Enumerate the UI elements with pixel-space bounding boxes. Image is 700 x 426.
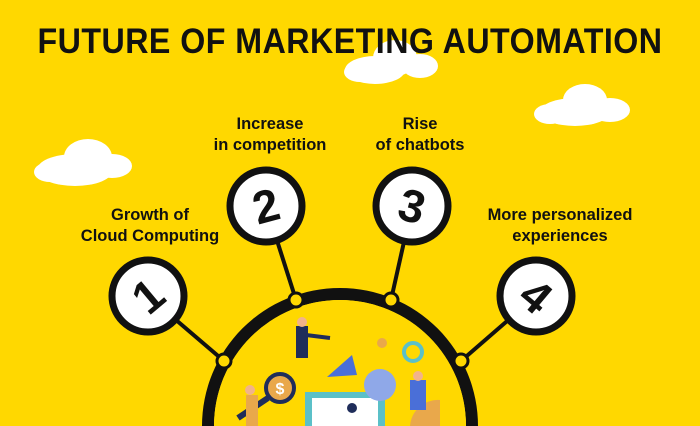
gear-icon xyxy=(402,341,424,363)
step-label-line: More personalized xyxy=(487,206,633,224)
cloud-icon xyxy=(34,139,132,186)
svg-text:$: $ xyxy=(276,381,285,398)
connector-dot xyxy=(287,291,305,309)
step-label-line: Rise xyxy=(402,115,438,133)
step-label-line: Growth of xyxy=(111,206,189,224)
step-label-line: Increase xyxy=(236,115,304,133)
step-label-line: of chatbots xyxy=(375,136,465,154)
pie-chart-icon xyxy=(410,399,440,426)
cloud-icon xyxy=(344,40,438,84)
person-icon xyxy=(296,326,308,358)
step-label-1: Growth of Cloud Computing xyxy=(75,205,225,247)
step-label-2: Increase in competition xyxy=(195,114,345,156)
connector-dot xyxy=(382,291,400,309)
marketing-illustration: $ xyxy=(236,317,440,426)
step-circle-3 xyxy=(372,166,452,246)
step-label-line: in competition xyxy=(213,136,327,154)
step-label-3: Rise of chatbots xyxy=(345,114,495,156)
step-circle-2 xyxy=(226,166,306,246)
step-label-line: experiences xyxy=(512,227,608,245)
page-title: FUTURE OF MARKETING AUTOMATION xyxy=(37,22,663,61)
step-label-line: Cloud Computing xyxy=(80,227,220,245)
cloud-icon xyxy=(534,84,630,126)
magnifier-dollar-icon xyxy=(264,372,296,404)
connector-dot xyxy=(452,352,470,370)
step-circle-4 xyxy=(496,256,576,336)
connector-dot xyxy=(215,352,233,370)
gear-icon xyxy=(364,369,396,401)
step-label-4: More personalized experiences xyxy=(475,205,645,247)
megaphone-icon xyxy=(327,355,357,377)
step-circle-1 xyxy=(108,256,188,336)
lightbulb-icon xyxy=(377,338,387,348)
